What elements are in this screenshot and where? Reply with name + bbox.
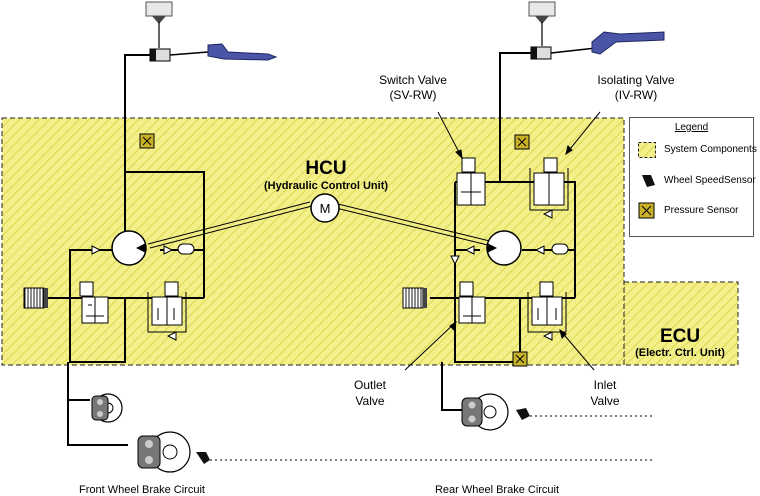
switch-valve-label-line1: Switch Valve	[379, 73, 447, 87]
front-circuit-caption: Front Wheel Brake Circuit	[79, 484, 205, 496]
pressure-sensor-front	[139, 133, 155, 149]
switch-valve	[456, 157, 486, 206]
inlet-valve-label-line2: Valve	[590, 394, 619, 408]
outlet-valve-label-line1: Outlet	[354, 378, 387, 392]
front-wheel-brake-lower	[137, 431, 210, 473]
legend-title: Legend	[674, 122, 709, 133]
rear-accumulator	[402, 287, 427, 309]
rear-wheel-brake	[461, 393, 530, 431]
front-accumulator	[23, 287, 48, 309]
pressure-sensor-rear-bottom	[512, 351, 528, 367]
speed-sensor-wires	[210, 415, 655, 461]
pump-motor: M	[147, 193, 503, 249]
switch-valve-label-line2: (SV-RW)	[389, 88, 436, 102]
callout-arrows	[404, 111, 601, 371]
hcu-title: HCU	[305, 158, 346, 179]
legend-box: Legend System Components Wheel SpeedSens…	[629, 117, 757, 237]
pressure-sensor-icon	[638, 202, 655, 219]
pressure-sensor-rear-top	[514, 134, 530, 150]
front-pump	[111, 230, 147, 266]
rear-master-cylinder	[528, 1, 597, 60]
outlet-valve-label-line2: Valve	[355, 394, 384, 408]
rear-circuit-caption: Rear Wheel Brake Circuit	[435, 484, 559, 496]
ecu-area	[623, 281, 739, 366]
system-components-swatch	[638, 142, 656, 158]
legend-item-system-components: System Components	[664, 144, 757, 155]
rear-inlet-valve	[527, 281, 567, 333]
hcu-subtitle: (Hydraulic Control Unit)	[264, 180, 388, 192]
inlet-valve-label-line1: Inlet	[594, 378, 617, 392]
rear-pump	[486, 230, 522, 266]
front-brake-pedal	[207, 43, 278, 61]
isolating-valve-label-line2: (IV-RW)	[615, 88, 657, 102]
rear-outlet-valve	[458, 281, 486, 324]
isolating-valve-label-line1: Isolating Valve	[597, 73, 674, 87]
rear-brake-pedal	[591, 31, 665, 55]
isolating-valve	[529, 157, 569, 219]
hcu-area	[1, 117, 625, 366]
wheel-speed-sensor-icon	[642, 175, 655, 187]
ecu-title: ECU	[660, 326, 700, 347]
ecu-subtitle: (Electr. Ctrl. Unit)	[635, 347, 725, 359]
front-wheel-brake-upper	[91, 393, 123, 423]
legend-item-pressure-sensor: Pressure Sensor	[664, 205, 739, 216]
front-master-cylinder	[145, 1, 209, 62]
motor-label: M	[320, 201, 331, 216]
legend-item-wheel-speed-sensor: Wheel SpeedSensor	[664, 175, 756, 186]
front-inlet-valve	[147, 281, 187, 333]
front-outlet-valve	[79, 281, 109, 324]
dampers	[177, 243, 569, 255]
